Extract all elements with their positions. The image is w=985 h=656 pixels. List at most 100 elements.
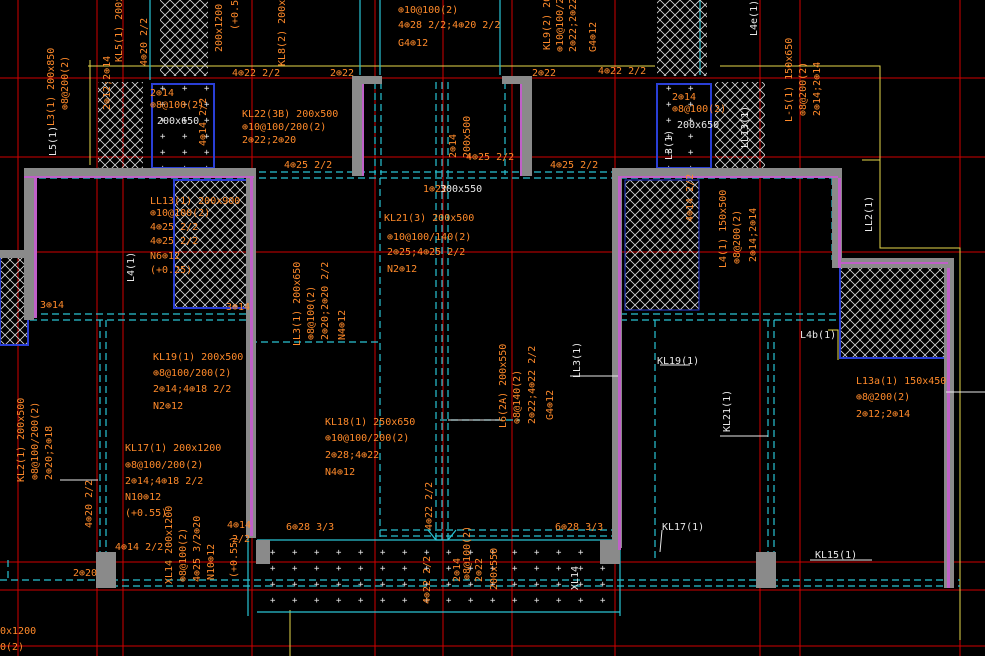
annotation-a39: ⊕8@200(2) <box>798 62 809 116</box>
annotation-a36: 200x650 <box>677 120 719 131</box>
annotation-a111: 2⊕22 <box>474 558 485 582</box>
annotation-a113: XL14 <box>570 566 581 590</box>
annotation-a27: ⊕10@100/200(2) <box>242 122 326 133</box>
annotation-a60: 3⊕14 <box>40 300 64 311</box>
annotation-a7: 4⊕28 2/2;4⊕20 2/2 <box>398 20 500 31</box>
annotation-a88: KL17(1) 200x1200 <box>125 443 221 454</box>
annotation-a93: 4⊕20 2/2 <box>84 480 95 528</box>
annotation-a35: ⊕8@100(2) <box>672 104 726 115</box>
annotation-a89: ⊕8@100/200(2) <box>125 460 203 471</box>
annotation-a40: 2⊕14;2⊕14 <box>812 62 823 116</box>
annotation-a55: 4⊕14 2/2 <box>685 174 696 222</box>
annotation-a34: 2⊕14 <box>672 92 696 103</box>
annotation-a16: 2⊕22 <box>532 68 556 79</box>
annotation-a72: ⊕8@140(2) <box>512 370 523 424</box>
annotation-a48: L4(1) <box>126 252 137 282</box>
hatch-far-left <box>0 254 29 346</box>
annotation-a106: N10⊕12 <box>206 544 217 580</box>
hatch-right-mid <box>624 179 700 311</box>
annotation-a77: L13a(1) 150x450 <box>856 376 946 387</box>
annotation-a73: 2⊕22;4⊕22 2/2 <box>527 346 538 424</box>
annotation-a84: ⊕10@100/200(2) <box>325 433 409 444</box>
hatch-top-left <box>98 82 143 168</box>
annotation-a13: L4e(1) <box>749 0 760 36</box>
annotation-a91: N10⊕12 <box>125 492 161 503</box>
annotation-a79: 2⊕12;2⊕14 <box>856 409 910 420</box>
annotation-a74: G4⊕12 <box>545 390 556 420</box>
annotation-a94: 4⊕14 2/2 <box>115 542 163 553</box>
annotation-a65: N4⊕12 <box>337 310 348 340</box>
annotation-a75: LL3(1) <box>572 342 583 378</box>
slab-top-left <box>151 83 215 169</box>
annotation-a107: (+0.55) <box>229 536 240 578</box>
annotation-a30: 2⊕14 <box>448 134 459 158</box>
annotation-a50: 300x550 <box>440 184 482 195</box>
annotation-a4: (+0.55) <box>230 0 241 30</box>
annotation-a5: KL8(2) 200x6 <box>277 0 288 66</box>
annotation-a23: ⊕8@100(2) <box>150 100 204 111</box>
annotation-a66: L4b(1) <box>800 330 836 341</box>
annotation-a105: 4⊕25 3/2⊕20 <box>192 516 203 582</box>
annotation-a87: KL21(1) <box>722 390 733 432</box>
annotation-a100: KL17(1) <box>662 522 704 533</box>
annotation-a95: 4⊕22 2/2 <box>424 482 435 530</box>
annotation-a67: KL19(1) 200x500 <box>153 352 243 363</box>
annotation-a28: 2⊕22;2⊕20 <box>242 135 296 146</box>
hatch-right-room <box>839 265 947 359</box>
annotation-a90: 2⊕14;4⊕18 2/2 <box>125 476 203 487</box>
annotation-a8: G4⊕12 <box>398 38 428 49</box>
annotation-a92: (+0.55) <box>125 508 167 519</box>
label-leaders <box>60 364 985 561</box>
annotation-a114: 0x1200 <box>0 626 36 637</box>
annotation-a70: N2⊕12 <box>153 401 183 412</box>
hatch-top-left-2 <box>160 0 208 76</box>
annotation-a18: L3(1) 200x850 <box>46 48 57 126</box>
annotation-a86: N4⊕12 <box>325 467 355 478</box>
annotation-a37: L3(1) <box>664 130 675 160</box>
annotation-a52: ⊕10@100/140(2) <box>387 232 471 243</box>
annotation-a49: 1⊕22 <box>423 184 447 195</box>
wall-edges <box>24 84 950 588</box>
annotation-a63: ⊕8@100(2) <box>306 286 317 340</box>
annotation-a78: ⊕8@200(2) <box>856 392 910 403</box>
annotation-a110: ⊕8@100(2) <box>462 526 473 580</box>
annotation-a51: KL21(3) 200x500 <box>384 213 474 224</box>
annotation-a2: 4⊕20 2/2 <box>139 18 150 66</box>
annotation-a53: 2⊕25;4⊕25 2/2 <box>387 247 465 258</box>
annotation-a3: 200x1200 <box>214 4 225 52</box>
annotation-a76: KL19(1) <box>657 356 699 367</box>
annotation-a10: ⊕10@100/200 <box>555 0 566 52</box>
annotation-a21: L5(1) <box>48 126 59 156</box>
annotation-a6: ⊕10@100(2) <box>398 5 458 16</box>
annotation-a33: 4⊕25 2/2 <box>550 160 598 171</box>
annotation-a97: 2/2 <box>232 534 250 545</box>
annotation-a41: LL13(1) <box>740 106 751 148</box>
annotation-a19: ⊕8@200(2) <box>60 56 71 110</box>
annotation-a68: ⊕8@100/200(2) <box>153 368 231 379</box>
annotation-a20: 2⊕12;2⊕14 <box>102 56 113 110</box>
annotation-a102: 2⊕20 <box>73 568 97 579</box>
annotation-a24: 200x650 <box>157 116 199 127</box>
annotation-a44: 4⊕25 2/2 <box>150 222 198 233</box>
annotation-a57: ⊕8@200(2) <box>732 210 743 264</box>
annotation-a64: 2⊕20;2⊕20 2/2 <box>320 262 331 340</box>
annotation-a101: KL15(1) <box>815 550 857 561</box>
annotation-a112: 200x550 <box>489 548 500 590</box>
annotation-a56: L4(1) 150x500 <box>718 190 729 268</box>
bottom-notch <box>427 529 457 541</box>
annotation-layer: KL5(1) 200x6 4⊕20 2/2 200x1200 (+0.55) KL8(2… <box>0 0 946 653</box>
hatch-left-mid <box>173 179 251 309</box>
annotation-a14: 4⊕22 2/2 <box>232 68 280 79</box>
slab-bottom <box>258 542 618 610</box>
slab-regions <box>151 83 712 610</box>
annotation-a47: (+0.25) <box>150 265 192 276</box>
annotation-a108: 4⊕22 2/2 <box>422 556 433 604</box>
annotation-a71: L6(2A) 200x550 <box>498 344 509 428</box>
annotation-a115: 0(2) <box>0 642 24 653</box>
annotation-a11: 2⊕22;2⊕22 <box>568 0 579 52</box>
annotation-a9: KL9(2) 200x6 <box>542 0 553 50</box>
annotation-a81: ⊕8@100/200(2) <box>30 402 41 480</box>
annotation-a1: KL5(1) 200x6 <box>114 0 125 62</box>
annotation-a80: KL2(1) 200x500 <box>16 398 27 482</box>
